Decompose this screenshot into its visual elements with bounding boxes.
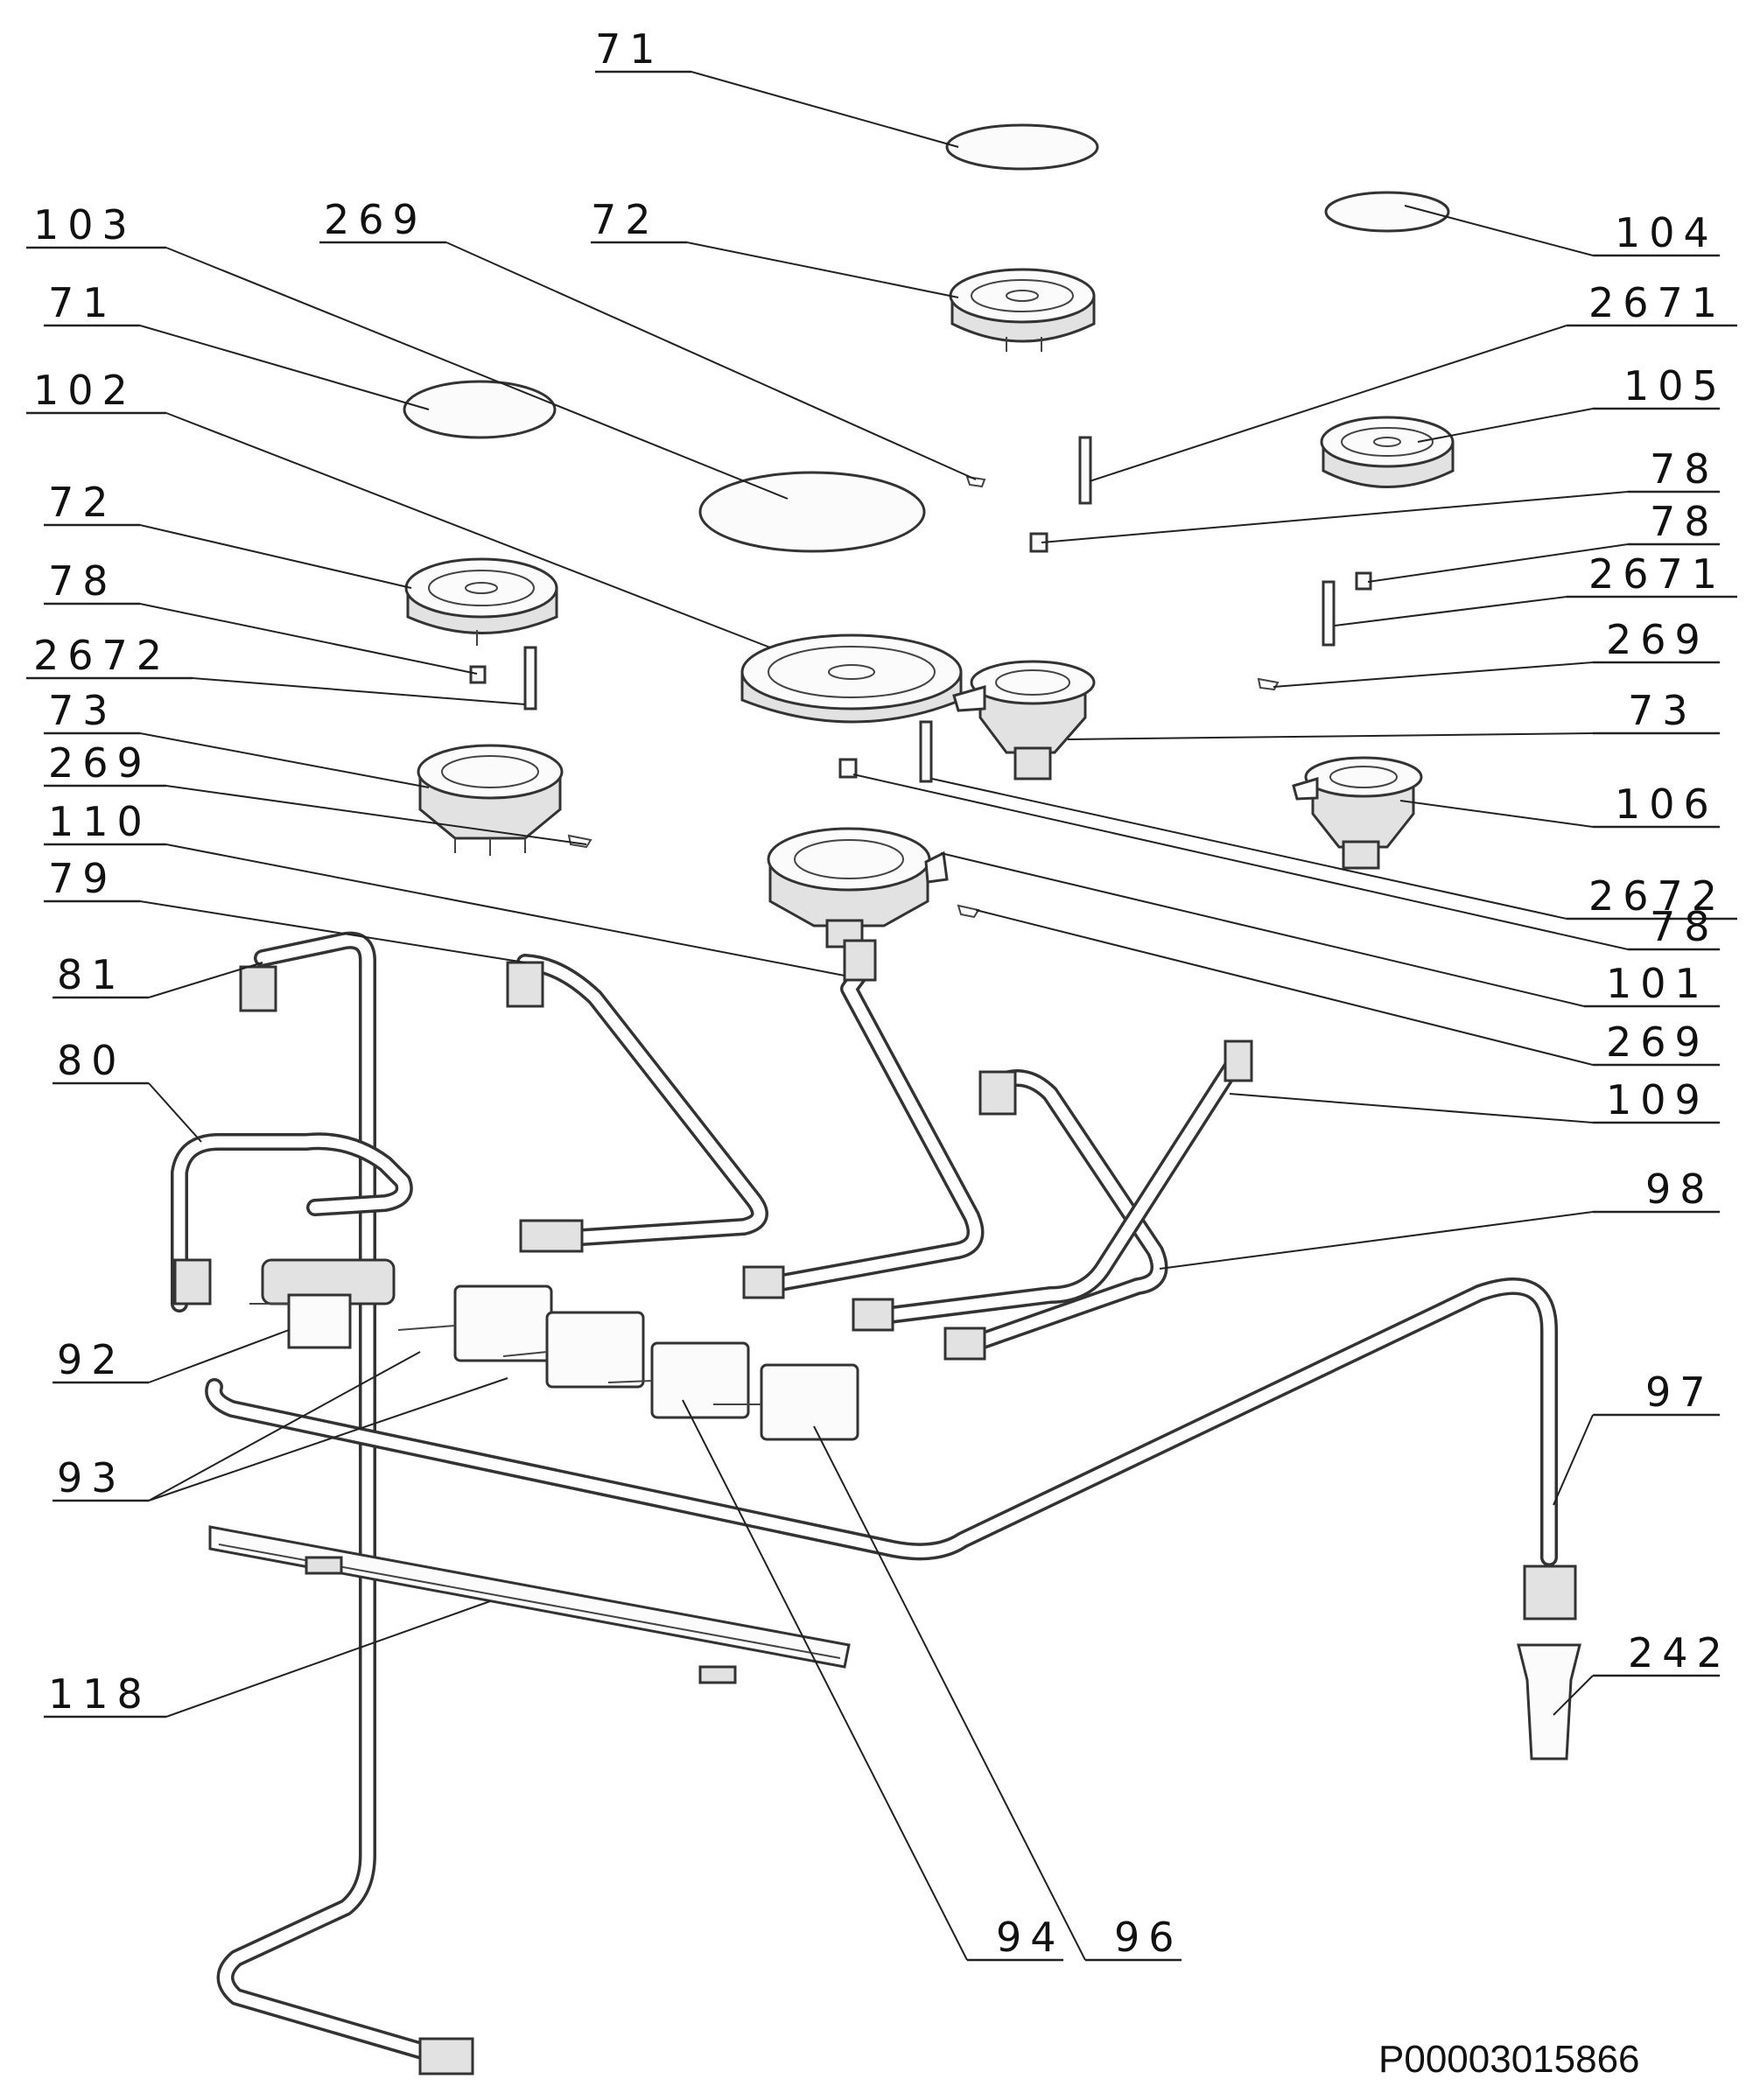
callout-p15: 2672: [33, 632, 171, 679]
callout-p36: 94: [996, 1914, 1065, 1961]
callout-p13: 78: [48, 557, 117, 605]
burner-cap-71-left: [403, 380, 557, 439]
burner-base-110: [767, 827, 949, 948]
callout-p14: 2671: [1588, 550, 1726, 598]
callout-p31: 92: [57, 1336, 126, 1383]
callout-p9: 102: [33, 367, 137, 414]
support-rail-118: [208, 1525, 851, 1684]
callout-p7: 71: [48, 279, 117, 326]
part-drawings: [171, 123, 1581, 2076]
callout-p32: 97: [1645, 1368, 1714, 1416]
callout-p8: 105: [1623, 362, 1727, 410]
callout-p33: 93: [57, 1454, 126, 1502]
callout-p24: 78: [1650, 903, 1719, 950]
callout-p18: 73: [1628, 687, 1697, 734]
burner-crown-105: [1320, 416, 1455, 488]
burner-crown-72-left: [404, 557, 558, 646]
callout-p1: 71: [595, 25, 664, 73]
callout-p19: 269: [48, 739, 151, 787]
callout-labels: 71 103 269 72 104 2671 71 105 102 78 72 …: [33, 25, 1731, 2081]
burner-cap-104: [1324, 191, 1450, 233]
callout-p17: 73: [48, 687, 117, 734]
burner-base-73-left: [417, 744, 564, 856]
callout-p3: 269: [324, 196, 427, 243]
leader-lines: [26, 70, 1737, 1962]
callout-p29: 109: [1606, 1076, 1709, 1124]
callout-p10: 78: [1650, 445, 1719, 493]
callout-p27: 269: [1606, 1018, 1709, 1066]
callout-p20: 106: [1615, 780, 1718, 828]
callout-p23: 79: [48, 855, 117, 902]
figure-reference-code: P00003015866: [1378, 2038, 1640, 2081]
callout-p37: 96: [1114, 1914, 1183, 1961]
gas-taps: [397, 1284, 859, 1441]
callout-p16: 269: [1606, 616, 1709, 663]
gas-pipes: [171, 931, 1581, 2076]
burner-cap-71-top: [945, 123, 1099, 171]
callout-p21: 110: [48, 798, 151, 845]
burner-cap-103: [698, 471, 926, 553]
callout-p5: 104: [1615, 209, 1718, 256]
callout-p26: 101: [1606, 960, 1709, 1007]
callout-p12: 78: [1650, 498, 1719, 545]
burner-base-73-right: [952, 660, 1096, 780]
thermocouples-electrodes: [469, 436, 1372, 919]
main-valve-92: [249, 1258, 396, 1349]
callout-p30: 98: [1645, 1166, 1714, 1213]
burner-base-106: [1292, 756, 1423, 870]
callout-p34: 242: [1628, 1629, 1731, 1676]
callout-p25: 81: [57, 951, 126, 998]
callout-p2: 103: [33, 201, 137, 248]
callout-p28: 80: [57, 1037, 126, 1084]
callout-p4: 72: [591, 196, 660, 243]
callout-p35: 118: [48, 1670, 151, 1718]
burner-crown-72-top: [949, 268, 1096, 352]
burner-crown-102: [740, 634, 963, 724]
callout-p6: 2671: [1588, 279, 1726, 326]
callout-p11: 72: [48, 479, 117, 526]
callout-p22: 2672: [1588, 872, 1726, 920]
